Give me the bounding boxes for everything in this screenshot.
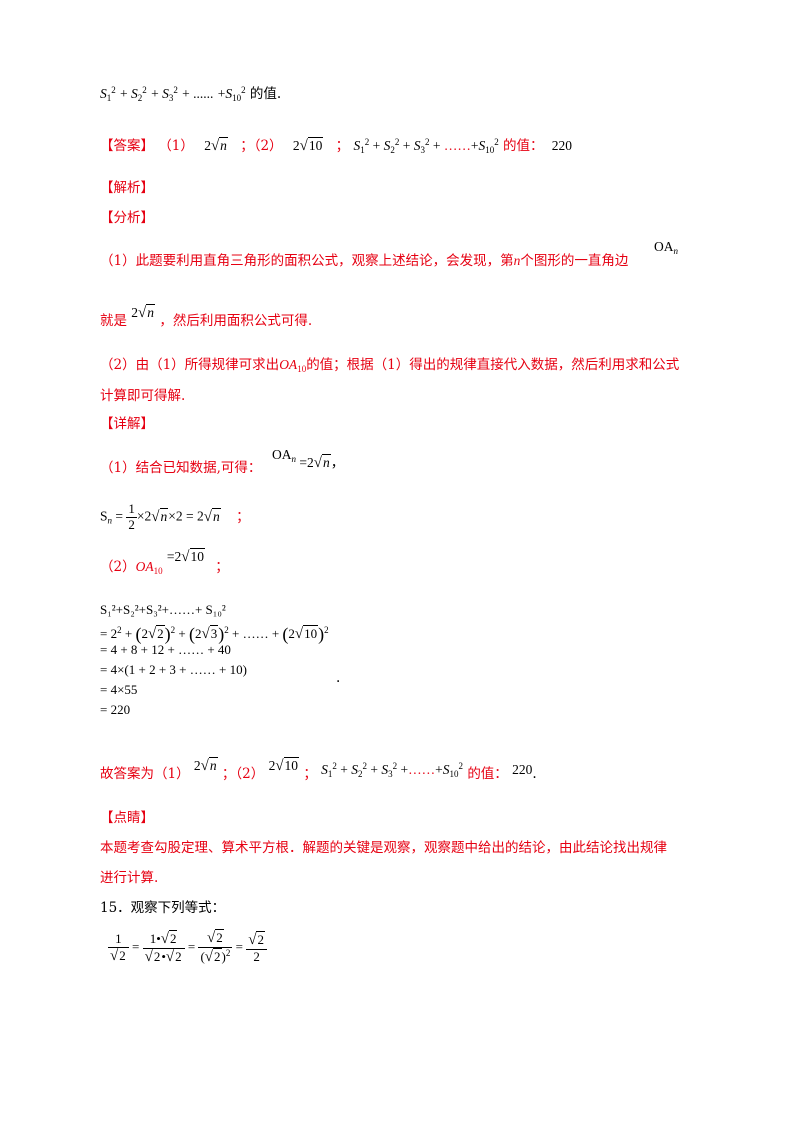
sum-expression-line: S12 + S22 + S32 + ...... +S102 的值. xyxy=(100,85,282,103)
calculation-block: S₁²+S₂²+S₃²+……+ S₁₀² = 22 + (2√2)2 + (2√… xyxy=(100,600,329,720)
dianjing-line-1: 本题考查勾股定理、算术平方根．解题的关键是观察，观察题中给出的结论，由此结论找出… xyxy=(100,840,667,856)
fenxi-line-2: 就是 2√n ，然后利用面积公式可得. xyxy=(100,304,313,329)
sum-tail: 的值. xyxy=(249,86,282,102)
jiexi-heading: 【解析】 xyxy=(100,180,154,196)
xiangjie-heading: 【详解】 xyxy=(100,416,154,432)
fenxi-line-3: （2）由（1）所得规律可求出OA10的值；根据（1）得出的规律直接代入数据，然后… xyxy=(100,357,680,374)
dianjing-heading: 【点睛】 xyxy=(100,810,154,826)
calc-row-2: = 22 + (2√2)2 + (2√3)2 + …… + (2√10)2 xyxy=(100,624,329,644)
final-answer-line: 故答案为（1） 2√n ；（2） 2√10 ； S12 + S22 + S32 … xyxy=(100,757,537,782)
calc-row-6: = 220 xyxy=(100,702,131,717)
calc-row-4: = 4×(1 + 2 + 3 + …… + 10) xyxy=(100,662,247,677)
calc-row-3: = 4 + 8 + 12 + …… + 40 xyxy=(100,642,231,657)
fenxi-line-1: （1）此题要利用直角三角形的面积公式，观察上述结论，会发现，第n个图形的一直角边 xyxy=(100,253,629,269)
answer-heading: 【答案】 xyxy=(100,138,154,154)
fenxi-oa-n: OAn xyxy=(654,239,678,256)
fenxi-line-4: 计算即可得解. xyxy=(100,388,186,404)
xiangjie-line-3: （2）OA10 =2√10 ； xyxy=(100,548,229,576)
calc-row-5: = 4×55 xyxy=(100,682,138,697)
fenxi-heading: 【分析】 xyxy=(100,210,154,226)
answer-result: 220 xyxy=(551,138,573,153)
dianjing-line-2: 进行计算. xyxy=(100,870,159,886)
calc-row-1: S₁²+S₂²+S₃²+……+ S₁₀² xyxy=(100,602,226,617)
xiangjie-oa-eq: OAn =2√n， xyxy=(272,447,345,471)
calc-dot: . xyxy=(336,670,341,686)
answer-line: 【答案】 （1） 2√n ；（2） 2√10 ； S12 + S22 + S32… xyxy=(100,137,573,155)
question-15-title: 15．观察下列等式： xyxy=(100,900,226,916)
xiangjie-line-1: （1）结合已知数据,可得： xyxy=(100,460,262,476)
